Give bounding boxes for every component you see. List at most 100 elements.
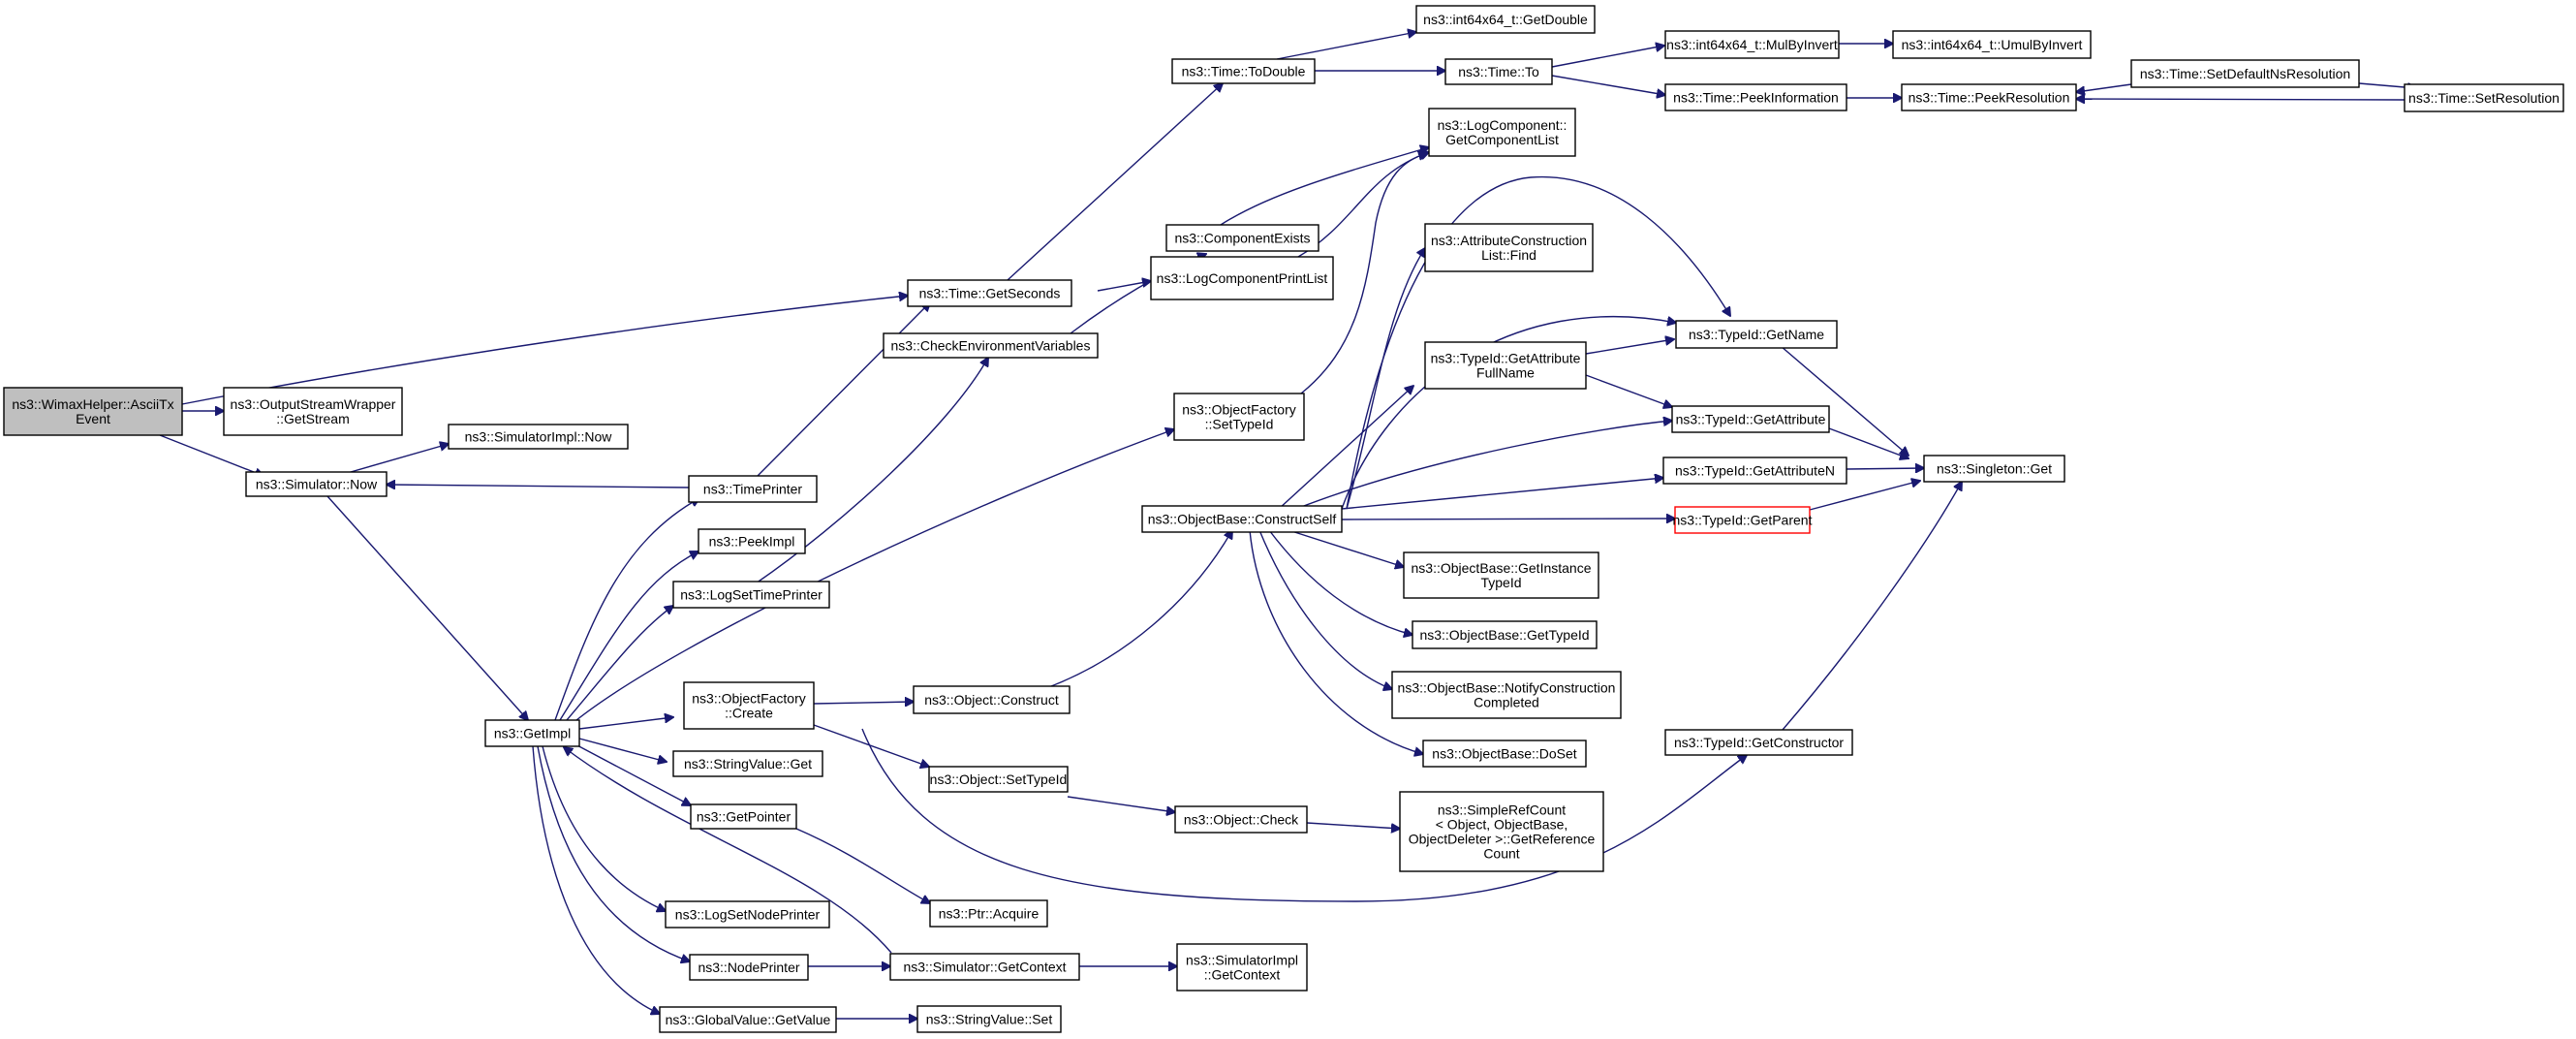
node-getpointer[interactable]: ns3::GetPointer xyxy=(690,803,797,830)
node-time-setdefaultnsresolution[interactable]: ns3::Time::SetDefaultNsResolution xyxy=(2130,59,2360,88)
node-simulator-getcontext[interactable]: ns3::Simulator::GetContext xyxy=(889,953,1080,981)
node-time-peekinformation[interactable]: ns3::Time::PeekInformation xyxy=(1664,83,1847,111)
node-label-line: Count xyxy=(1483,846,1519,862)
node-box xyxy=(889,953,1080,981)
node-check-environment-variables[interactable]: ns3::CheckEnvironmentVariables xyxy=(883,332,1099,359)
node-typeid-getname[interactable]: ns3::TypeId::GetName xyxy=(1675,320,1838,349)
edge-ofcreate-objectconstruct xyxy=(813,702,914,704)
edge-getattributen-singleton xyxy=(1846,468,1924,469)
node-nodeprinter[interactable]: ns3::NodePrinter xyxy=(689,954,809,981)
node-simulator-now[interactable]: ns3::Simulator::Now xyxy=(245,471,388,497)
node-objectfactory-settypeid[interactable]: ns3::ObjectFactory::SetTypeId xyxy=(1173,393,1305,441)
node-label-line: ns3::Time::PeekResolution xyxy=(1909,90,2070,106)
node-time-getseconds[interactable]: ns3::Time::GetSeconds xyxy=(907,279,1072,307)
edge-timeto-peekinformation xyxy=(1551,75,1665,95)
node-label-line: ns3::SimpleRefCount xyxy=(1438,803,1566,818)
node-getimpl[interactable]: ns3::GetImpl xyxy=(484,719,580,747)
node-simulatorimpl-now[interactable]: ns3::SimulatorImpl::Now xyxy=(448,424,629,450)
node-ptr-acquire[interactable]: ns3::Ptr::Acquire xyxy=(929,899,1048,928)
node-box xyxy=(1428,108,1576,157)
node-box xyxy=(1422,740,1587,768)
node-label-line: ns3::Ptr::Acquire xyxy=(939,906,1040,922)
node-object-construct[interactable]: ns3::Object::Construct xyxy=(913,685,1071,714)
node-time-todouble[interactable]: ns3::Time::ToDouble xyxy=(1171,58,1316,84)
node-label-line: ns3::TypeId::GetAttributeN xyxy=(1675,463,1835,479)
node-singleton-get[interactable]: ns3::Singleton::Get xyxy=(1923,455,2065,483)
node-box xyxy=(1901,83,2077,111)
node-label-line: ns3::ComponentExists xyxy=(1174,231,1310,246)
node-stringvalue-get[interactable]: ns3::StringValue::Get xyxy=(672,750,823,777)
node-time-peekresolution[interactable]: ns3::Time::PeekResolution xyxy=(1901,83,2077,111)
node-globalvalue-getvalue[interactable]: ns3::GlobalValue::GetValue xyxy=(659,1006,837,1033)
node-box xyxy=(223,387,403,436)
edge-constructself-doset xyxy=(1249,529,1423,754)
node-box xyxy=(659,1006,837,1033)
node-box xyxy=(1150,256,1334,300)
node-object-check[interactable]: ns3::Object::Check xyxy=(1174,805,1308,834)
node-simplerefcount-getreferencecount[interactable]: ns3::SimpleRefCount< Object, ObjectBase,… xyxy=(1399,791,1604,872)
node-int64x64-getdouble[interactable]: ns3::int64x64_t::GetDouble xyxy=(1415,5,1596,34)
node-objectbase-constructself[interactable]: ns3::ObjectBase::ConstructSelf xyxy=(1141,505,1343,533)
edge-getimpl-nodeprinter xyxy=(537,745,690,961)
edge-getimpl-ofsettypeid xyxy=(575,429,1174,721)
node-simulatorimpl-getcontext[interactable]: ns3::SimulatorImpl::GetContext xyxy=(1176,943,1308,992)
edge-simgetcontext-getimpl xyxy=(564,747,892,954)
node-objectbase-gettypeid[interactable]: ns3::ObjectBase::GetTypeId xyxy=(1412,620,1598,649)
node-time-setresolution[interactable]: ns3::Time::SetResolution xyxy=(2404,83,2564,112)
edge-logsettimeprinter-checkenv xyxy=(755,358,988,584)
edge-objectcheck-simplerefcount xyxy=(1306,822,1400,829)
node-label-line: ns3::OutputStreamWrapper xyxy=(231,396,396,412)
edge-simnow-simimplnow xyxy=(343,444,449,475)
node-objectbase-doset[interactable]: ns3::ObjectBase::DoSet xyxy=(1422,740,1587,768)
node-box xyxy=(928,766,1069,793)
node-box xyxy=(1664,729,1853,756)
node-label-line: ns3::Object::SetTypeId xyxy=(930,771,1068,787)
node-label-line: ns3::SimulatorImpl xyxy=(1186,953,1298,968)
node-logcomponentprintlist[interactable]: ns3::LogComponentPrintList xyxy=(1150,256,1334,300)
call-edges xyxy=(159,32,2416,1019)
node-box xyxy=(1424,223,1594,272)
node-logsetnodeprinter[interactable]: ns3::LogSetNodePrinter xyxy=(665,900,830,929)
node-timeprinter[interactable]: ns3::TimePrinter xyxy=(688,475,818,503)
node-typeid-getattributen[interactable]: ns3::TypeId::GetAttributeN xyxy=(1662,457,1847,485)
node-box xyxy=(448,424,629,450)
node-box xyxy=(1671,405,1830,433)
edge-constructself-notifyconstruction xyxy=(1258,529,1392,689)
node-time-to[interactable]: ns3::Time::To xyxy=(1444,58,1553,85)
node-box xyxy=(1176,943,1308,992)
node-label-line: ObjectDeleter >::GetReference xyxy=(1409,832,1596,847)
node-typeid-getparent[interactable]: ns3::TypeId::GetParent xyxy=(1673,506,1813,534)
node-box xyxy=(907,279,1072,307)
node-output-stream-wrapper-getstream[interactable]: ns3::OutputStreamWrapper::GetStream xyxy=(223,387,403,436)
node-object-settypeid[interactable]: ns3::Object::SetTypeId xyxy=(928,766,1069,793)
node-label-line: ns3::GetImpl xyxy=(494,726,571,741)
node-box xyxy=(690,803,797,830)
node-label-line: ns3::TypeId::GetAttribute xyxy=(1676,412,1826,427)
node-box xyxy=(1171,58,1316,84)
node-logcomponent-getcomponentlist[interactable]: ns3::LogComponent::GetComponentList xyxy=(1428,108,1576,157)
node-logsettimeprinter[interactable]: ns3::LogSetTimePrinter xyxy=(672,581,830,609)
node-box xyxy=(1664,83,1847,111)
node-label-line: ns3::ObjectFactory xyxy=(692,691,806,707)
node-box xyxy=(484,719,580,747)
node-peekimpl[interactable]: ns3::PeekImpl xyxy=(698,528,806,554)
node-box xyxy=(913,685,1071,714)
node-typeid-getconstructor[interactable]: ns3::TypeId::GetConstructor xyxy=(1664,729,1853,756)
node-box xyxy=(929,899,1048,928)
node-label-line: TypeId xyxy=(1480,575,1521,590)
node-objectfactory-create[interactable]: ns3::ObjectFactory::Create xyxy=(683,681,815,730)
node-typeid-getattribute[interactable]: ns3::TypeId::GetAttribute xyxy=(1671,405,1830,433)
node-int64x64-mulbyinvert[interactable]: ns3::int64x64_t::MulByInvert xyxy=(1664,30,1840,59)
node-label-line: ns3::CheckEnvironmentVariables xyxy=(891,338,1091,354)
node-objectbase-notifyconstructioncompleted[interactable]: ns3::ObjectBase::NotifyConstructionCompl… xyxy=(1391,671,1622,719)
node-label-line: ns3::SimulatorImpl::Now xyxy=(465,429,613,445)
node-int64x64-umulbyinvert[interactable]: ns3::int64x64_t::UmulByInvert xyxy=(1892,30,2092,59)
node-stringvalue-set[interactable]: ns3::StringValue::Set xyxy=(916,1005,1062,1033)
node-label-line: ::Create xyxy=(725,706,773,721)
edge-constructself-getname-b xyxy=(1346,175,1730,510)
node-componentexists[interactable]: ns3::ComponentExists xyxy=(1165,224,1319,252)
